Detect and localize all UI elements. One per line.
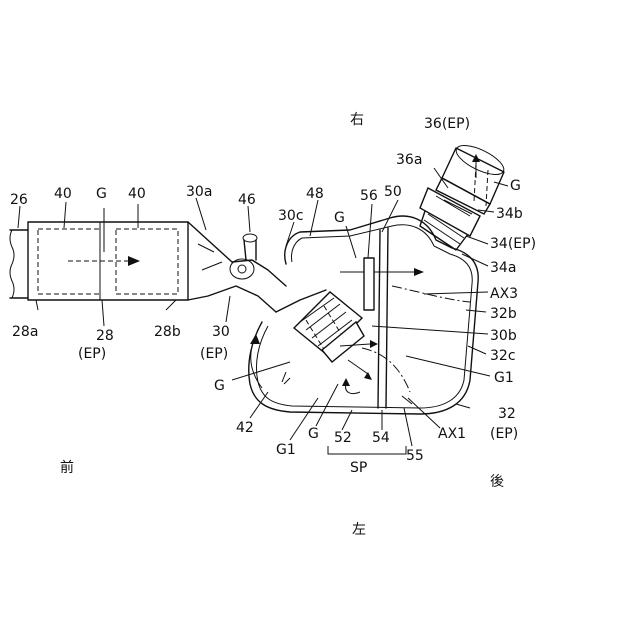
label-54: 54 [372,430,390,446]
label-g-top: G [96,186,107,202]
label-50: 50 [384,184,402,200]
label-g1-bottom: G1 [276,442,296,458]
label-g1-right: G1 [494,370,514,386]
direction-rear: 後 [490,474,504,490]
label-g-left: G [214,378,225,394]
label-36a: 36a [396,152,422,168]
label-g-upper: G [334,210,345,226]
label-48: 48 [306,186,324,202]
label-ax3: AX3 [490,286,518,302]
label-40-b: 40 [128,186,146,202]
label-40-a: 40 [54,186,72,202]
pipe-26 [10,230,28,298]
label-34b: 34b [496,206,523,222]
muffler-chamber-32 [249,216,478,414]
label-30: 30 [212,324,230,340]
direction-left: 左 [352,522,366,538]
label-34-ep: 34(EP) [490,236,536,252]
label-30-ep: (EP) [200,346,228,362]
label-55: 55 [406,448,424,464]
label-30b: 30b [490,328,517,344]
direction-right: 右 [350,112,364,128]
inner-pipe-42 [276,290,364,362]
label-32-ep: (EP) [490,426,518,442]
label-52: 52 [334,430,352,446]
label-26: 26 [10,192,28,208]
label-g-right: G [510,178,521,194]
exhaust-pipe-30 [188,222,286,312]
label-ax1: AX1 [438,426,466,442]
label-34a: 34a [490,260,516,276]
sp-bracket [328,446,406,454]
label-28: 28 [96,328,114,344]
label-28b: 28b [154,324,181,340]
label-32: 32 [498,406,516,422]
label-56: 56 [360,188,378,204]
label-42: 42 [236,420,254,436]
label-30c: 30c [278,208,304,224]
label-36-ep: 36(EP) [424,116,470,132]
direction-front: 前 [60,459,74,476]
label-28a: 28a [12,324,38,340]
label-46: 46 [238,192,256,208]
label-32b: 32b [490,306,517,322]
label-sp: SP [350,460,367,476]
label-32c: 32c [490,348,516,364]
catalytic-converter-28 [28,208,188,300]
label-g-bottom: G [308,426,319,442]
label-30a: 30a [186,184,212,200]
label-28-ep: (EP) [78,346,106,362]
